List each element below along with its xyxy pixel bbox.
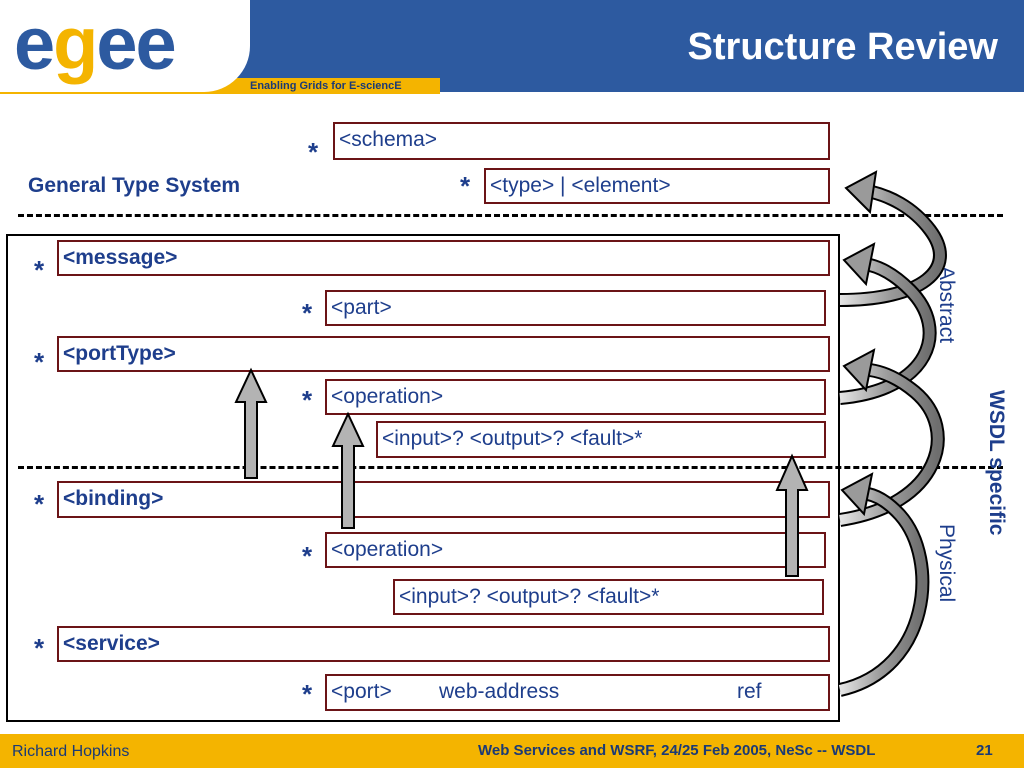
footer-bar xyxy=(0,734,1024,768)
physical-label: Physical xyxy=(935,524,958,603)
binding-box: <binding> xyxy=(57,481,830,518)
divider-middle xyxy=(18,466,1003,469)
egee-logo: egee xyxy=(14,2,177,85)
port-box: <port> web-address ref xyxy=(325,674,830,711)
slide-title: Structure Review xyxy=(687,26,998,68)
logo-background xyxy=(0,0,250,92)
message-box: <message> xyxy=(57,240,830,276)
star-type: * xyxy=(460,171,471,201)
general-type-system-label: General Type System xyxy=(28,174,241,197)
port-web-address: web-address xyxy=(439,680,560,703)
divider-top xyxy=(18,214,1003,217)
star-operation-physical: * xyxy=(302,541,313,571)
up-arrow-operation xyxy=(331,411,365,529)
service-box: <service> xyxy=(57,626,830,662)
type-element-box: <type> | <element> xyxy=(484,168,830,204)
operation-physical-box: <operation> xyxy=(325,532,826,568)
page-number: 21 xyxy=(976,742,993,759)
abstract-label: Abstract xyxy=(935,266,958,344)
operation-abstract-box: <operation> xyxy=(325,379,826,415)
wsdl-specific-label: WSDL specific xyxy=(985,390,1008,536)
tagline: Enabling Grids for E-sciencE xyxy=(250,80,402,92)
star-binding: * xyxy=(34,489,45,519)
footer-author: Richard Hopkins xyxy=(12,743,130,760)
schema-box: <schema> xyxy=(333,122,830,160)
star-operation-abstract: * xyxy=(302,385,313,415)
io-abstract-box: <input>? <output>? <fault>* xyxy=(376,421,826,458)
star-port: * xyxy=(302,679,313,709)
up-arrow-porttype xyxy=(234,367,268,479)
part-box: <part> xyxy=(325,290,826,326)
star-porttype: * xyxy=(34,347,45,377)
star-part: * xyxy=(302,298,313,328)
star-schema: * xyxy=(308,137,319,167)
up-arrow-io xyxy=(775,453,809,577)
star-service: * xyxy=(34,633,45,663)
footer-event: Web Services and WSRF, 24/25 Feb 2005, N… xyxy=(478,742,876,759)
io-physical-box: <input>? <output>? <fault>* xyxy=(393,579,824,615)
port-tag: <port> xyxy=(331,680,392,703)
porttype-box: <portType> xyxy=(57,336,830,372)
wsdl-frame xyxy=(6,234,840,722)
port-ref: ref xyxy=(737,680,762,703)
star-message: * xyxy=(34,255,45,285)
